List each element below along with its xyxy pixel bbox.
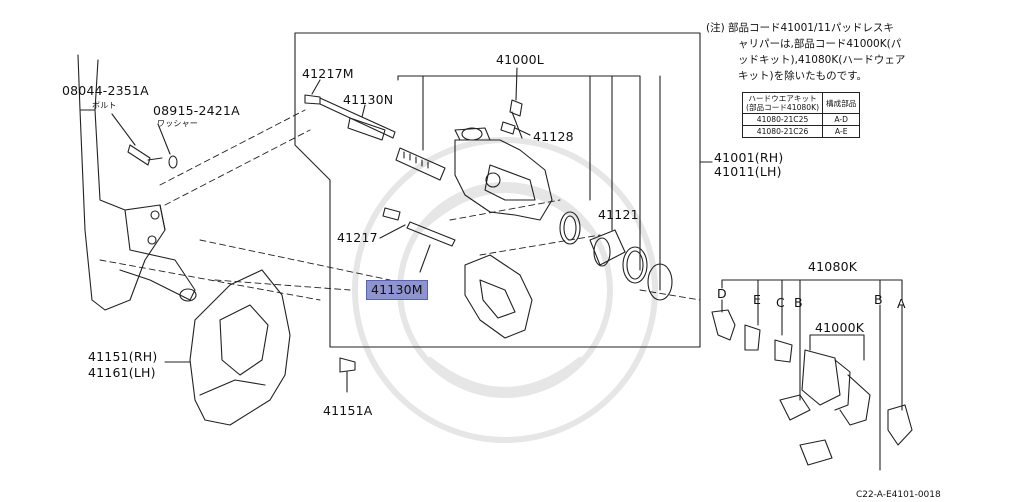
table-header-kit-line2: (部品コード41080K): [746, 103, 820, 112]
table-row: 41080-21C26 A-E: [741, 125, 861, 138]
table-header-kit: ハードウエアキット (部品コード41080K): [741, 92, 824, 114]
hardware-kit-parts-drawing: [711, 309, 913, 466]
table-header-parts: 構成部品: [822, 92, 861, 114]
hardware-kit-bracket: [721, 279, 903, 301]
hardware-kit-table: ハードウエアキット (部品コード41080K) 構成部品 41080-21C25…: [741, 92, 861, 138]
washer-08915-drawing: [157, 123, 178, 169]
label-41130M: 41130M: [366, 280, 428, 300]
table-header-row: ハードウエアキット (部品コード41080K) 構成部品: [741, 92, 861, 114]
watermark-emblem: [352, 137, 658, 443]
letter-b: B: [794, 295, 803, 310]
knuckle-drawing: [77, 54, 197, 311]
brake-pads-drawing: [801, 349, 871, 426]
label-41151A: 41151A: [323, 403, 373, 418]
table-header-kit-line1: ハードウエアキット: [748, 94, 817, 103]
table-cell-code: 41080-21C26: [741, 125, 824, 138]
label-41011: 41011(LH): [714, 164, 782, 179]
note-text: (注) 部品コード41001/11パッドレスキ ャリパーは,部品コード41000…: [706, 20, 905, 84]
label-41121: 41121: [598, 207, 639, 222]
caliper-bracket-lines: [397, 75, 661, 291]
letter-d: D: [717, 286, 727, 301]
note-line-3: ッドキット),41080K(ハードウェア: [738, 54, 906, 66]
label-41000K: 41000K: [815, 320, 865, 335]
letter-e: E: [753, 292, 762, 307]
caliper-bracket-drawing: [464, 254, 533, 339]
diagram-code: C22-A-E4101-0018: [856, 490, 941, 500]
bleeder-drawing: [500, 67, 531, 136]
caliper-group-frame: [294, 32, 701, 348]
label-41000L: 41000L: [496, 52, 544, 67]
table-cell-code: 41080-21C25: [741, 113, 824, 126]
pin-lower-drawing: [379, 207, 456, 273]
label-08915: 08915-2421A: [153, 103, 240, 118]
table-cell-parts: A-D: [822, 113, 861, 126]
table-row: 41080-21C25 A-D: [741, 113, 861, 126]
label-41128: 41128: [533, 129, 574, 144]
slide-pin-41217M-drawing: [304, 79, 396, 139]
label-41001: 41001(RH): [714, 150, 784, 165]
note-line-1: (注) 部品コード41001/11パッドレスキ: [706, 22, 894, 34]
pad-kit-bracket: [809, 334, 865, 361]
letter-b-2: B: [874, 292, 883, 307]
label-08915-sub: ワッシャー: [157, 119, 198, 128]
caliper-body-drawing: [454, 111, 553, 221]
label-41161: 41161(LH): [88, 365, 156, 380]
table-cell-parts: A-E: [822, 125, 861, 138]
seal-piston-drawing: [559, 211, 673, 301]
pin-spring-upper-drawing: [395, 147, 446, 181]
label-41080K: 41080K: [808, 259, 858, 274]
letter-a: A: [897, 296, 906, 311]
label-08044-sub: ボルト: [92, 101, 117, 110]
bolt-41151A-drawing: [339, 357, 356, 393]
note-line-2: ャリパーは,部品コード41000K(パ: [738, 38, 902, 50]
bolt-08044-drawing: [111, 113, 163, 166]
label-41217: 41217: [337, 230, 378, 245]
letter-c: C: [776, 295, 785, 310]
dust-shield-drawing: [164, 269, 291, 426]
boot-41130N-drawing: [347, 104, 386, 141]
label-08044: 08044-2351A: [62, 83, 149, 98]
label-41217M: 41217M: [302, 66, 354, 81]
label-41130N: 41130N: [343, 92, 394, 107]
label-41151: 41151(RH): [88, 349, 158, 364]
note-line-4: キット)を除いたものです。: [738, 70, 868, 82]
